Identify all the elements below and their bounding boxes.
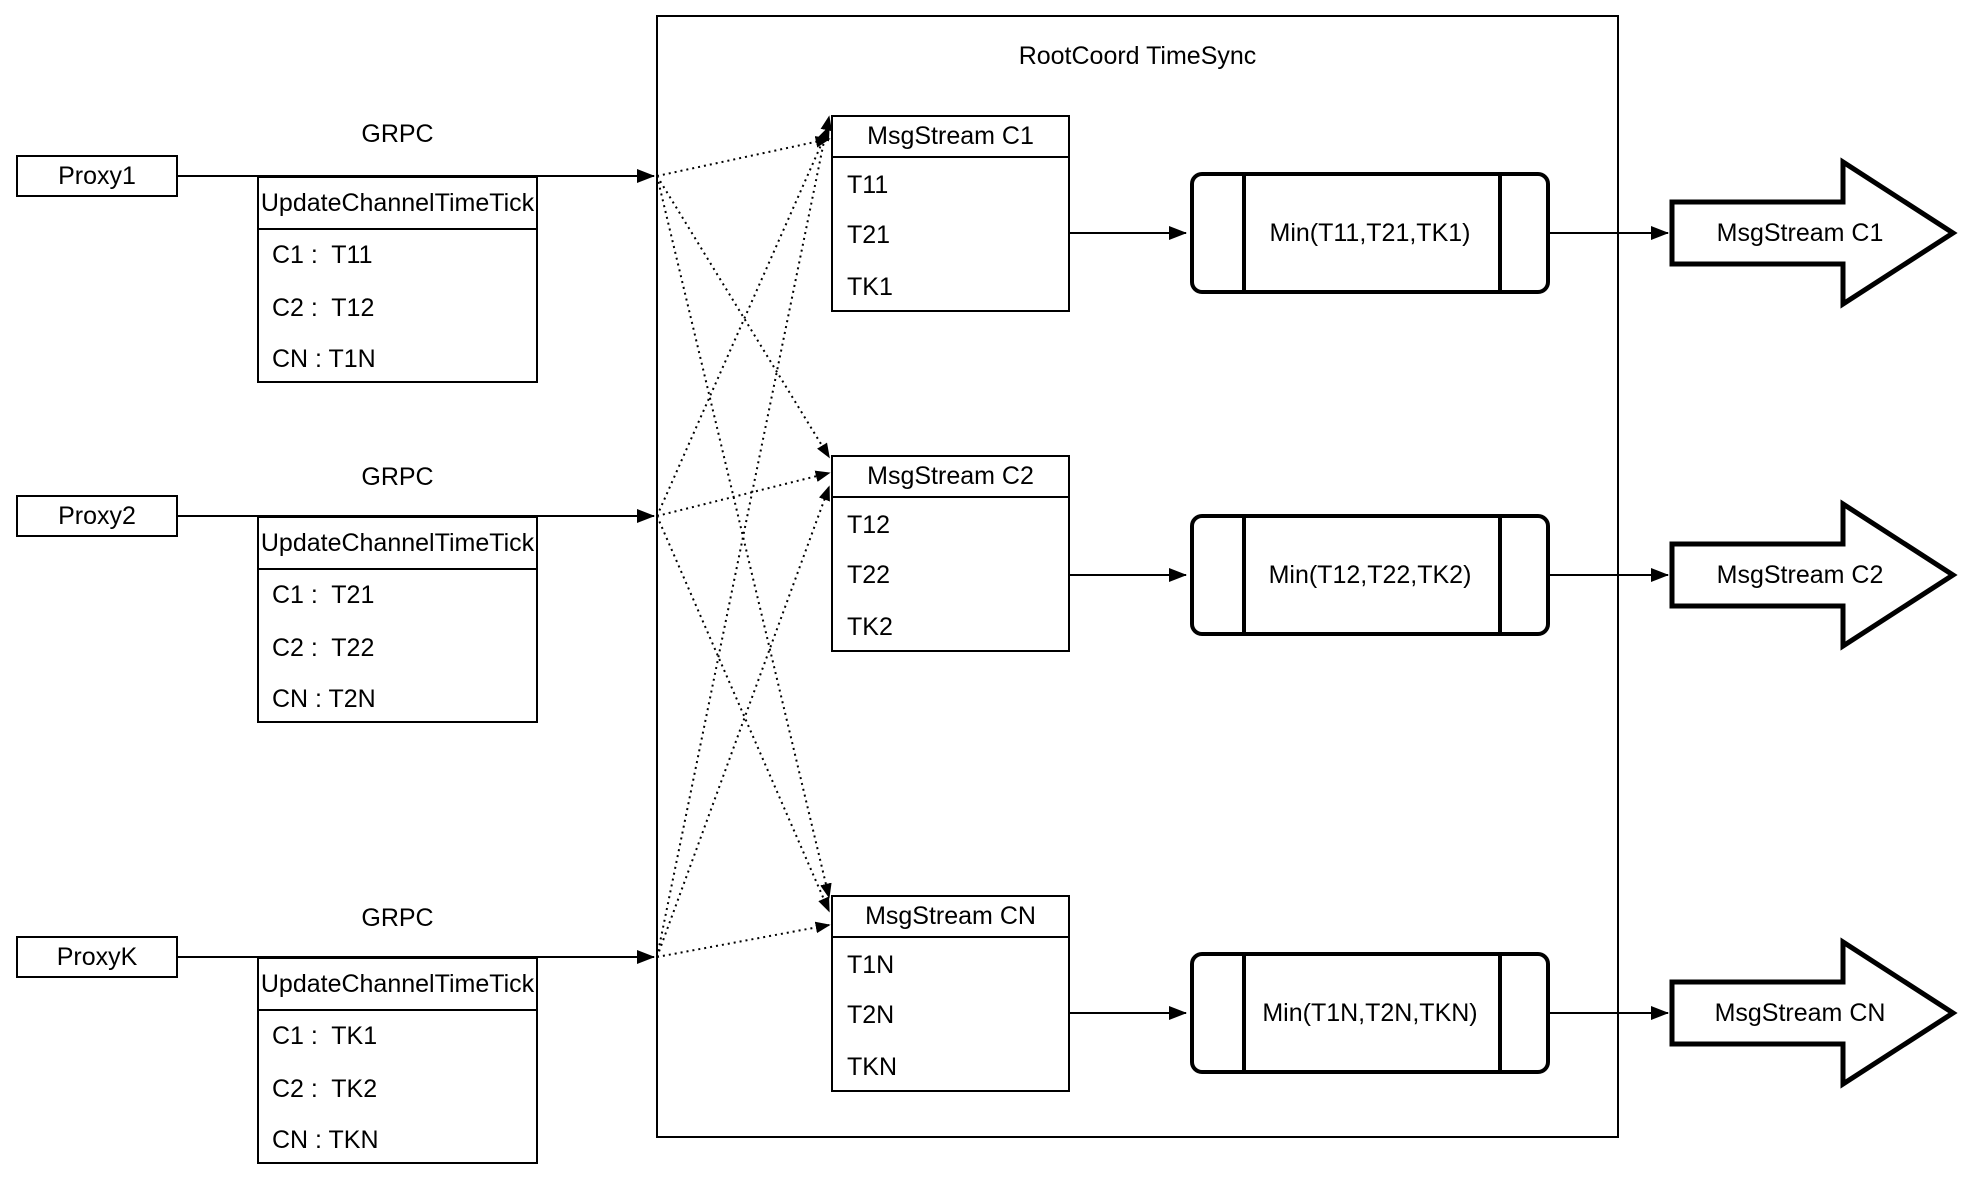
tick-entry: T1N (847, 951, 895, 979)
rootcoord-title: RootCoord TimeSync (1018, 42, 1257, 70)
fanout-lines (656, 115, 833, 958)
tick-entry: TKN (847, 1053, 897, 1081)
divider (1242, 176, 1246, 290)
proxyk-box: ProxyK (16, 936, 178, 978)
grpc-label-3: GRPC (361, 904, 434, 932)
min-reducer-c1: Min(T11,T21,TK1) (1190, 172, 1550, 294)
msgstream-buffer-title: MsgStream CN (833, 897, 1068, 938)
divider (1498, 956, 1502, 1070)
msgstream-buffer-title: MsgStream C1 (833, 117, 1068, 158)
msgstream-buffer-c1: MsgStream C1 T11 T21 TK1 (831, 115, 1070, 312)
rpc-payload-title: UpdateChannelTimeTick (259, 178, 536, 230)
fanout-pk-c1 (656, 115, 833, 958)
rpc-entry: C1 : T21 (272, 581, 375, 609)
rootcoord-box (656, 15, 1619, 1138)
rpc-payload-title: UpdateChannelTimeTick (259, 959, 536, 1011)
tick-entry: TK2 (847, 613, 893, 641)
min-reducer-cn: Min(T1N,T2N,TKN) (1190, 952, 1550, 1074)
msgstream-buffer-title: MsgStream C2 (833, 457, 1068, 498)
rpc-entry: CN : T1N (272, 345, 376, 373)
min-label: Min(T12,T22,TK2) (1268, 560, 1472, 589)
proxy1-box: Proxy1 (16, 155, 178, 197)
min-label: Min(T11,T21,TK1) (1269, 218, 1471, 247)
rpc-payload-title: UpdateChannelTimeTick (259, 518, 536, 570)
tick-entry: T21 (847, 221, 891, 249)
divider (1498, 176, 1502, 290)
tick-entry: T2N (847, 1001, 895, 1029)
output-stream-label-cn: MsgStream CN (1714, 999, 1886, 1027)
tick-entry: T22 (847, 561, 891, 589)
rpc-entry: C2 : TK2 (272, 1075, 378, 1103)
block-arrow-c1 (1669, 157, 1958, 309)
rpc-entry: C2 : T12 (272, 294, 375, 322)
divider (1498, 518, 1502, 632)
msgstream-buffer-c2: MsgStream C2 T12 T22 TK2 (831, 455, 1070, 652)
divider (1242, 518, 1246, 632)
rpc-payload-1: UpdateChannelTimeTick C1 : T11 C2 : T12 … (257, 176, 538, 383)
fanout-p2-c1 (656, 125, 830, 517)
grpc-label-1: GRPC (361, 120, 434, 148)
rpc-entry: C1 : TK1 (272, 1022, 378, 1050)
output-stream-label-c1: MsgStream C1 (1716, 219, 1884, 247)
rpc-entry: C2 : T22 (272, 634, 375, 662)
tick-entry: T12 (847, 511, 891, 539)
block-arrow-c2 (1669, 499, 1958, 651)
proxy2-box: Proxy2 (16, 495, 178, 537)
fanout-pk-cn (656, 921, 831, 958)
rpc-entry: CN : TKN (272, 1126, 379, 1154)
output-stream-label-c2: MsgStream C2 (1716, 561, 1884, 589)
tick-entry: T11 (847, 171, 889, 199)
block-arrow-cn (1669, 937, 1958, 1089)
rpc-entry: CN : T2N (272, 685, 376, 713)
min-label: Min(T1N,T2N,TKN) (1262, 998, 1478, 1027)
tick-entry: TK1 (847, 273, 893, 301)
min-reducer-c2: Min(T12,T22,TK2) (1190, 514, 1550, 636)
msgstream-buffer-cn: MsgStream CN T1N T2N TKN (831, 895, 1070, 1092)
rpc-payload-3: UpdateChannelTimeTick C1 : TK1 C2 : TK2 … (257, 957, 538, 1164)
rpc-entry: C1 : T11 (272, 241, 373, 269)
fanout-p1-c2 (656, 175, 830, 459)
grpc-label-2: GRPC (361, 463, 434, 491)
divider (1242, 956, 1246, 1070)
rpc-payload-2: UpdateChannelTimeTick C1 : T21 C2 : T22 … (257, 516, 538, 723)
